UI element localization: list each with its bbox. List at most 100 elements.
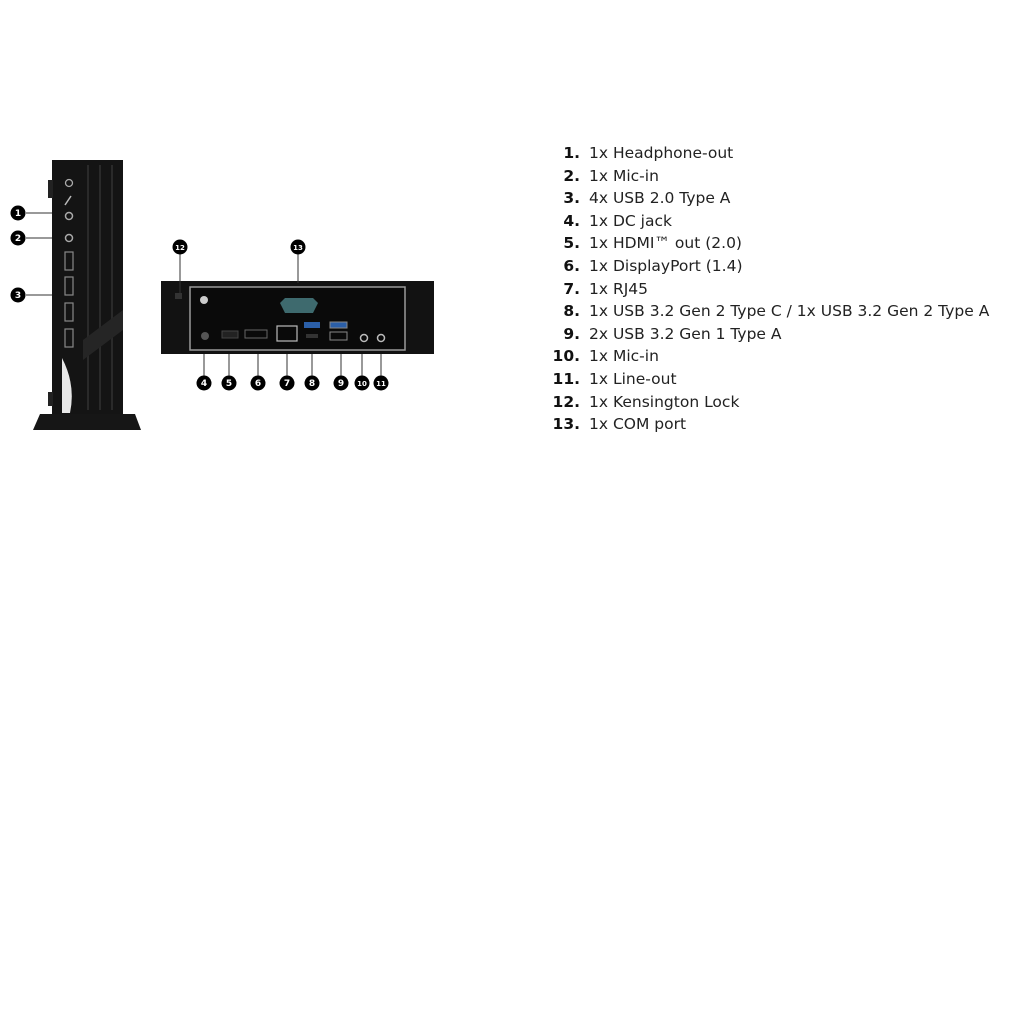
- usb-c-icon: [306, 334, 318, 338]
- callout-number: 8: [309, 379, 315, 389]
- port-number: 3.: [563, 189, 580, 208]
- rj45-icon: [276, 325, 298, 342]
- port-list-item: 3. 4x USB 2.0 Type A: [548, 187, 989, 210]
- power-button-icon: [64, 178, 74, 188]
- tower-front-view: [26, 160, 141, 430]
- callout-marker: 13: [290, 239, 306, 255]
- mic-jack-icon: [64, 233, 74, 243]
- callout-circle: [333, 375, 349, 391]
- callout-marker: 3: [10, 287, 26, 303]
- hdmi-icon: [221, 330, 239, 339]
- port-list-item: 2. 1x Mic-in: [548, 165, 989, 188]
- port-list-item: 13. 1x COM port: [548, 413, 989, 436]
- port-description: 1x Kensington Lock: [589, 392, 740, 411]
- port-number: 2.: [563, 166, 580, 185]
- callout-marker: 10: [354, 375, 370, 391]
- callout-number: 10: [357, 380, 367, 388]
- port-number: 13.: [552, 415, 580, 434]
- dc-jack-icon: [201, 332, 209, 340]
- port-list-item: 9. 2x USB 3.2 Gen 1 Type A: [548, 323, 989, 346]
- usb-ports-front-icon: [64, 251, 74, 348]
- callout-number: 12: [175, 244, 185, 252]
- callout-marker: 11: [373, 375, 389, 391]
- port-list-item: 11. 1x Line-out: [548, 368, 989, 391]
- port-list-item: 10. 1x Mic-in: [548, 345, 989, 368]
- callout-number: 6: [255, 379, 261, 389]
- callout-marker: 2: [10, 230, 26, 246]
- callout-number: 2: [15, 234, 21, 244]
- callout-circle: [373, 375, 389, 391]
- port-description: 2x USB 3.2 Gen 1 Type A: [589, 324, 782, 343]
- callout-number: 7: [284, 379, 290, 389]
- callout-circle: [354, 375, 370, 391]
- callout-marker: 6: [250, 375, 266, 391]
- port-list-item: 1. 1x Headphone-out: [548, 142, 989, 165]
- port-number: 6.: [563, 256, 580, 275]
- port-number: 7.: [563, 279, 580, 298]
- port-number: 11.: [552, 369, 580, 388]
- displayport-icon: [244, 329, 268, 339]
- port-description: 1x Mic-in: [589, 347, 659, 366]
- port-description: 1x Mic-in: [589, 166, 659, 185]
- kensington-lock-icon: [175, 293, 182, 299]
- callout-circle: [250, 375, 266, 391]
- port-description: 1x COM port: [589, 415, 687, 434]
- port-list: 1. 1x Headphone-out 2. 1x Mic-in 3. 4x USB 2.…: [548, 142, 990, 436]
- callout-number: 11: [376, 380, 386, 388]
- callout-marker: 7: [279, 375, 295, 391]
- callout-marker: 8: [304, 375, 320, 391]
- port-number: 10.: [552, 347, 580, 366]
- callout-marker: 1: [10, 205, 26, 221]
- callout-number: 4: [201, 379, 207, 389]
- rear-view: [161, 254, 434, 376]
- callout-marker: 9: [333, 375, 349, 391]
- usb-gen1-top-icon: [329, 321, 348, 329]
- callout-marker: 5: [221, 375, 237, 391]
- port-description: 4x USB 2.0 Type A: [589, 189, 731, 208]
- com-port-icon: [280, 298, 318, 313]
- port-description: 1x USB 3.2 Gen 2 Type C / 1x USB 3.2 Gen…: [589, 302, 990, 321]
- callout-circle: [10, 287, 26, 303]
- port-list-item: 8. 1x USB 3.2 Gen 2 Type C / 1x USB 3.2 G…: [548, 300, 989, 323]
- port-list-item: 6. 1x DisplayPort (1.4): [548, 255, 989, 278]
- port-description: 1x Line-out: [589, 369, 677, 388]
- callout-number: 9: [338, 379, 344, 389]
- line-out-icon: [376, 333, 386, 343]
- callout-circle: [172, 239, 188, 255]
- callout-circle: [221, 375, 237, 391]
- callout-marker: 12: [172, 239, 188, 255]
- port-number: 9.: [563, 324, 580, 343]
- port-list-item: 7. 1x RJ45: [548, 278, 989, 301]
- usb-a-gen2-icon: [304, 322, 320, 328]
- headphone-jack-icon: [64, 211, 74, 221]
- mic-in-rear-icon: [359, 333, 369, 343]
- callout-circle: [10, 205, 26, 221]
- callout-number: 5: [226, 379, 232, 389]
- callout-circle: [10, 230, 26, 246]
- port-description: 1x DisplayPort (1.4): [589, 256, 743, 275]
- callout-number: 3: [15, 291, 21, 301]
- port-description: 1x RJ45: [589, 279, 649, 298]
- callout-circle: [279, 375, 295, 391]
- port-description: 1x Headphone-out: [589, 144, 734, 162]
- usb-gen1-bottom-icon: [329, 331, 348, 341]
- callout-marker: 4: [196, 375, 212, 391]
- callout-number: 1: [15, 209, 21, 219]
- port-list-item: 5. 1x HDMI™ out (2.0): [548, 232, 989, 255]
- callout-circle: [290, 239, 306, 255]
- callout-circle: [304, 375, 320, 391]
- port-description: 1x DC jack: [589, 211, 672, 230]
- callout-number: 13: [293, 244, 303, 252]
- brand-logo-icon: [200, 296, 208, 304]
- port-number: 12.: [552, 392, 580, 411]
- port-number: 4.: [563, 211, 580, 230]
- port-number: 8.: [563, 302, 580, 321]
- callout-circle: [196, 375, 212, 391]
- port-list-item: 4. 1x DC jack: [548, 210, 989, 233]
- port-list-item: 12. 1x Kensington Lock: [548, 391, 989, 414]
- port-description: 1x HDMI™ out (2.0): [589, 234, 742, 253]
- port-number: 1.: [563, 144, 580, 162]
- port-number: 5.: [563, 234, 580, 253]
